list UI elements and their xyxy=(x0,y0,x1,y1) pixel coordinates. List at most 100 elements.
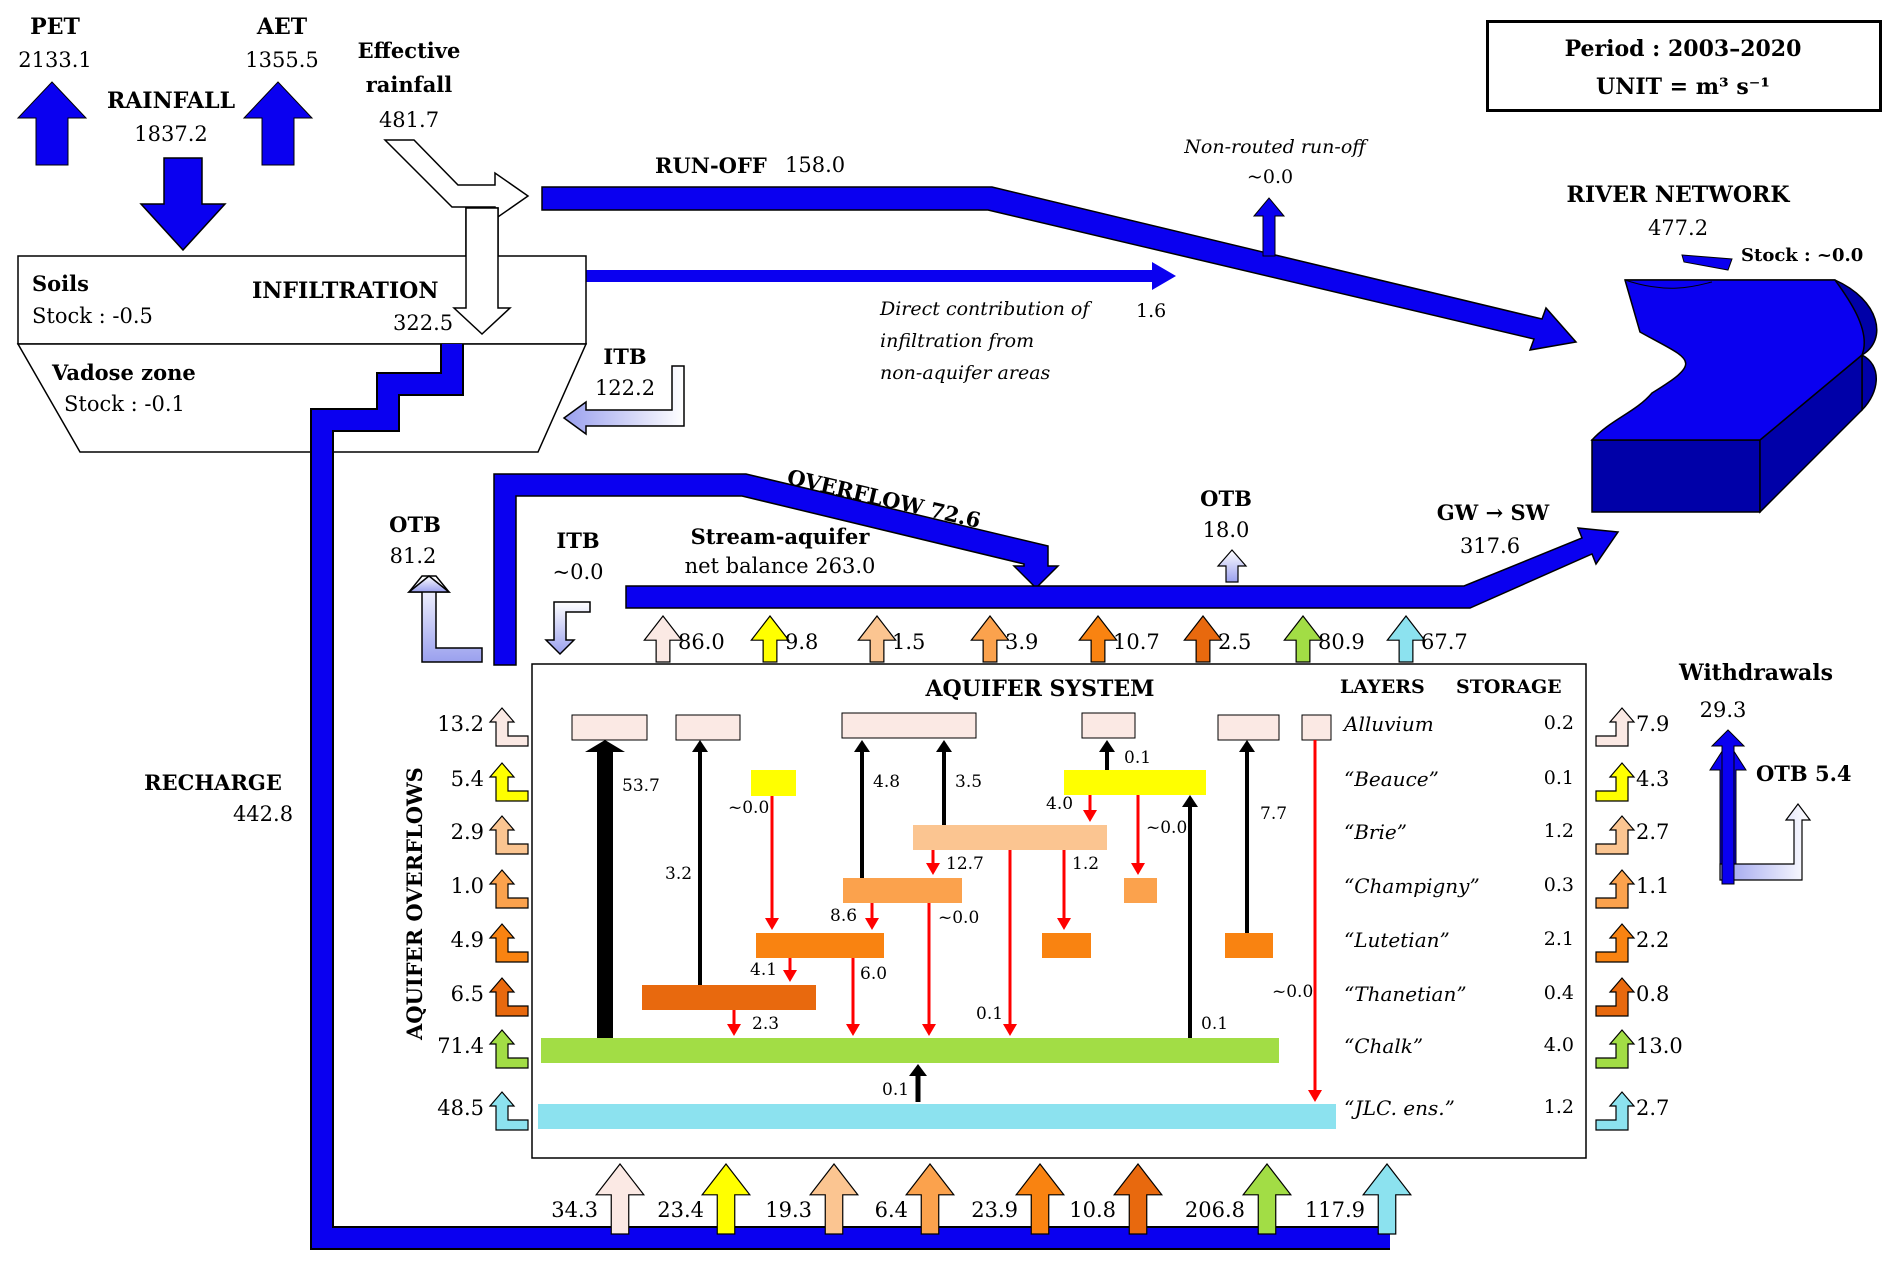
overflow-value-5: 6.5 xyxy=(450,982,484,1006)
aquifer-bottom-value-0: 34.3 xyxy=(551,1198,598,1222)
itb2-arrow xyxy=(544,601,591,656)
exchange-value-6: 4.0 xyxy=(1046,794,1074,814)
layer-name-6: “Chalk” xyxy=(1344,1034,1424,1058)
alluvium-bar-3 xyxy=(841,712,977,739)
exchange-arrow-5-head xyxy=(1099,740,1115,752)
recharge-label: RECHARGE xyxy=(144,770,282,795)
exchange-arrow-14-head xyxy=(846,1024,860,1036)
storage-value-6: 4.0 xyxy=(1543,1034,1574,1056)
vadose-label: Vadose zone xyxy=(52,360,196,385)
storage-value-3: 0.3 xyxy=(1543,874,1574,896)
exchange-value-10: 1.2 xyxy=(1072,854,1100,874)
aquifer-top-arrow-0 xyxy=(643,615,683,663)
exchange-value-9: 12.7 xyxy=(946,854,984,874)
aquifer-bottom-arrow-2 xyxy=(808,1163,860,1235)
rainfall-value: 1837.2 xyxy=(134,122,208,146)
aquifer-top-value-7: 67.7 xyxy=(1421,630,1468,654)
beauce-bar-1 xyxy=(751,770,796,796)
aquifer-bottom-arrow-7 xyxy=(1361,1163,1413,1235)
withdrawal-arrow-3 xyxy=(1595,869,1636,909)
withdrawal-value-1: 4.3 xyxy=(1636,767,1670,791)
exchange-value-16: 0.1 xyxy=(976,1004,1004,1024)
exchange-value-12: ~0.0 xyxy=(938,908,980,928)
exchange-arrow-13-head xyxy=(783,970,797,982)
alluvium-bar-2 xyxy=(675,714,741,741)
river-network-label: RIVER NETWORK xyxy=(1566,182,1790,208)
aquifer-top-value-6: 80.9 xyxy=(1318,630,1365,654)
aquifer-bottom-arrow-0 xyxy=(594,1163,646,1235)
overflow-value-4: 4.9 xyxy=(450,928,484,952)
exchange-value-0: 53.7 xyxy=(622,776,660,796)
exchange-arrow-1-head xyxy=(692,740,708,752)
aquifer-bottom-value-1: 23.4 xyxy=(657,1198,704,1222)
overflow-value-1: 5.4 xyxy=(450,767,484,791)
storage-value-5: 0.4 xyxy=(1543,982,1574,1004)
soils-label: Soils xyxy=(32,271,89,296)
otb-mid-value: 18.0 xyxy=(1202,518,1250,542)
exchange-value-14: 6.0 xyxy=(860,964,888,984)
alluvium-bar-1 xyxy=(571,714,648,741)
withdrawals-otb: OTB 5.4 xyxy=(1756,761,1852,786)
otb-left-value: 81.2 xyxy=(389,544,437,568)
direct-contribution-2: infiltration from xyxy=(880,330,1035,352)
aquifer-top-value-2: 1.5 xyxy=(892,630,926,654)
layers-header: LAYERS xyxy=(1340,676,1425,698)
river-stock: Stock : ~0.0 xyxy=(1741,245,1864,266)
overflow-flow xyxy=(493,473,1060,666)
exchange-value-5: 0.1 xyxy=(1124,748,1152,768)
unit-label: UNIT = m³ s⁻¹ xyxy=(1596,74,1770,100)
itb2-value: ~0.0 xyxy=(552,560,604,584)
pet-value: 2133.1 xyxy=(18,48,92,72)
overflow-arrow-3 xyxy=(488,869,529,909)
exchange-value-4: 3.5 xyxy=(955,772,983,792)
recharge-value: 442.8 xyxy=(232,802,294,826)
gwsw-label: GW → SW xyxy=(1436,500,1550,525)
aquifer-top-value-4: 10.7 xyxy=(1113,630,1160,654)
lutetian-bar-3 xyxy=(1225,933,1273,958)
period-label: Period : 2003–2020 xyxy=(1564,36,1802,62)
otb-mid-label: OTB xyxy=(1200,486,1252,511)
withdrawal-arrow-1 xyxy=(1595,762,1636,802)
exchange-value-11: 8.6 xyxy=(830,906,858,926)
otb-mid-arrow xyxy=(1216,549,1248,583)
aquifer-top-arrow-2 xyxy=(857,615,897,663)
aquifer-top-arrow-3 xyxy=(970,615,1010,663)
effective-rainfall-label-1: Effective xyxy=(357,38,461,63)
storage-value-1: 0.1 xyxy=(1543,767,1574,789)
nonrouted-label: Non-routed run-off xyxy=(1184,136,1366,158)
beauce-bar-2 xyxy=(1064,770,1206,795)
thanetian-bar xyxy=(642,985,816,1010)
aquifer-top-arrow-5 xyxy=(1183,615,1223,663)
overflow-arrow-7 xyxy=(488,1091,529,1131)
aquifer-top-value-3: 3.9 xyxy=(1005,630,1039,654)
alluvium-bar-6 xyxy=(1301,714,1332,741)
overflow-arrow-6 xyxy=(488,1029,529,1069)
gwsw-value: 317.6 xyxy=(1459,534,1521,558)
exchange-value-19: 0.1 xyxy=(882,1080,910,1100)
direct-contribution-1: Direct contribution of xyxy=(880,298,1090,320)
withdrawal-value-3: 1.1 xyxy=(1636,874,1670,898)
overflow-arrow-2 xyxy=(488,815,529,855)
withdrawal-value-4: 2.2 xyxy=(1636,928,1670,952)
layer-name-2: “Brie” xyxy=(1344,820,1407,844)
exchange-arrow-18-head xyxy=(1308,1090,1322,1102)
exchange-value-7: ~0.0 xyxy=(1146,818,1188,838)
withdrawals-value: 29.3 xyxy=(1699,698,1747,722)
effective-rainfall-value: 481.7 xyxy=(378,108,440,132)
aquifer-bottom-value-7: 117.9 xyxy=(1304,1198,1365,1222)
aet-arrow xyxy=(242,81,314,166)
infiltration-value: 322.5 xyxy=(393,311,454,335)
direct-contribution-3: non-aquifer areas xyxy=(880,362,1051,384)
exchange-arrow-19-head xyxy=(909,1064,927,1076)
itb2-label: ITB xyxy=(556,528,600,553)
vadose-stock: Stock : -0.1 xyxy=(64,392,185,416)
exchange-arrow-12-head xyxy=(922,1024,936,1036)
chalk-bar xyxy=(541,1038,1279,1063)
river-network-value: 477.2 xyxy=(1647,216,1709,240)
overflow-arrow-1 xyxy=(488,762,529,802)
lutetian-bar-1 xyxy=(756,933,884,958)
exchange-arrow-4-head xyxy=(936,740,952,752)
exchange-arrow-3-head xyxy=(854,740,870,752)
otb-left-arrow xyxy=(406,575,483,663)
